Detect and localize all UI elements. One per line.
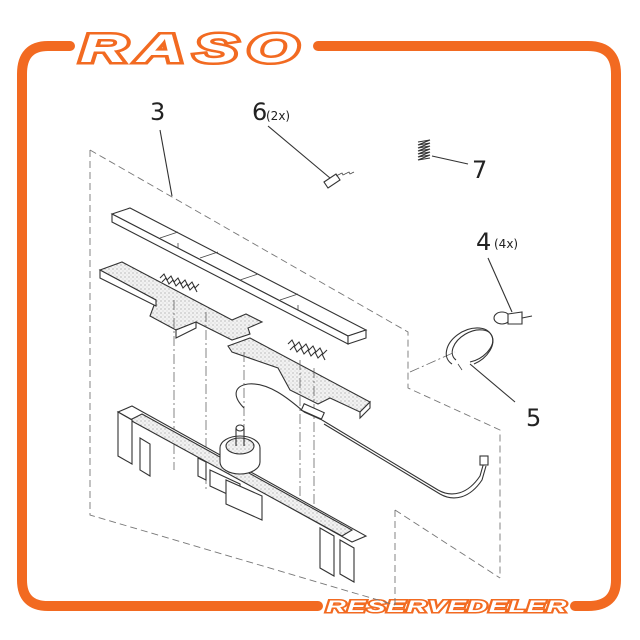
callout-3-number: 3 xyxy=(150,98,165,126)
assembly-boundary xyxy=(89,149,501,606)
callout-6-qty: (2x) xyxy=(266,109,290,123)
callout-5-number: 5 xyxy=(526,404,541,432)
spring-lower xyxy=(287,339,328,361)
callout-6: 6 (2x) xyxy=(252,98,290,126)
bowden-cable xyxy=(235,383,489,499)
spring-upper xyxy=(159,273,200,293)
ring-part-5 xyxy=(445,327,516,403)
screw-part-6 xyxy=(267,125,355,189)
upper-slide-rail xyxy=(98,261,264,341)
callout-4-qty: (4x) xyxy=(494,237,518,251)
callout-4: 4 (4x) xyxy=(476,228,518,256)
clip-part-4 xyxy=(487,257,533,325)
brand-logo: RASO xyxy=(80,27,308,71)
base-frame xyxy=(116,405,368,583)
callout-6-number: 6 xyxy=(252,98,267,126)
lower-slide-rail xyxy=(227,337,371,420)
cover-plate xyxy=(110,207,368,345)
callout-5: 5 xyxy=(526,404,541,432)
callout-7: 7 xyxy=(472,156,487,184)
brand-tagline: RESERVEDELER xyxy=(326,597,568,616)
brand-frame xyxy=(17,41,621,611)
callout-4-number: 4 xyxy=(476,228,491,256)
callout-3: 3 xyxy=(150,98,173,197)
callout-7-number: 7 xyxy=(472,156,487,184)
spring-part-7 xyxy=(417,139,469,165)
cable-hub xyxy=(219,424,261,475)
